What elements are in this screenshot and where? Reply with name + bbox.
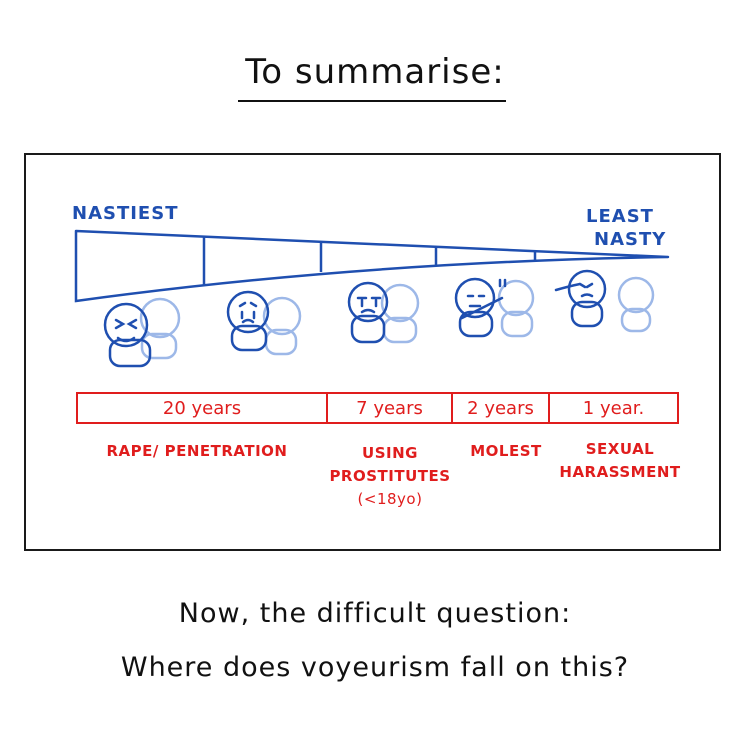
title-underline: [238, 100, 506, 102]
crime-line: HARASSMENT: [559, 463, 681, 481]
sentence-bar: 20 years 7 years 2 years 1 year.: [76, 392, 679, 424]
summary-frame: [24, 153, 721, 551]
page-title: To summarise:: [245, 52, 505, 92]
crime-line: PROSTITUTES: [329, 467, 451, 485]
scale-wedge: [74, 229, 670, 303]
crime-line: USING: [362, 444, 418, 462]
least-label-line1: LEAST: [586, 206, 654, 227]
figure-pair-4: [454, 277, 535, 338]
crime-line: SEXUAL: [585, 440, 655, 458]
least-nasty-label: LEAST NASTY: [586, 205, 666, 251]
sentence-segment-2: 7 years: [326, 392, 453, 424]
question-line-1: Now, the difficult question:: [178, 598, 572, 629]
sentence-segment-1: 20 years: [76, 392, 328, 424]
figure-pair-5: [554, 269, 655, 333]
sentence-segment-4: 1 year.: [548, 392, 679, 424]
figure-pair-1: [103, 297, 181, 368]
crime-label-prostitutes: USING PROSTITUTES (<18yo): [320, 442, 460, 511]
sentence-segment-3: 2 years: [451, 392, 550, 424]
least-label-line2: NASTY: [594, 229, 667, 250]
figure-pair-2: [226, 290, 302, 356]
crime-label-harassment: SEXUAL HARASSMENT: [550, 438, 690, 484]
crime-label-rape: RAPE/ PENETRATION: [82, 440, 312, 463]
crime-label-molest: MOLEST: [462, 440, 550, 463]
question-line-2: Where does voyeurism fall on this?: [120, 652, 630, 683]
figure-pair-3: [347, 281, 420, 344]
crime-line: MOLEST: [470, 442, 542, 460]
nastiest-label: NASTIEST: [72, 203, 179, 224]
crime-line: (<18yo): [357, 490, 423, 508]
crime-line: RAPE/ PENETRATION: [106, 442, 288, 460]
